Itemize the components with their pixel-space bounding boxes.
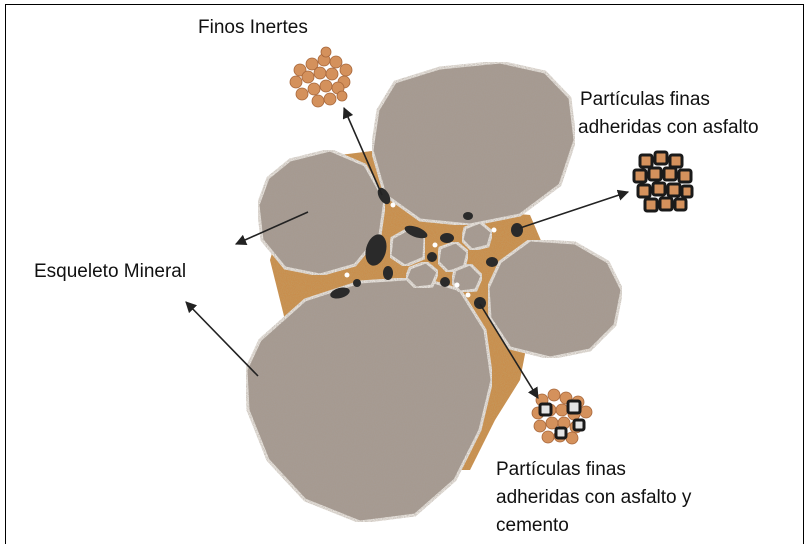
aggregate-bottom-large (246, 278, 492, 522)
label-particulas-asfalto-line1: Partículas finas (580, 86, 710, 113)
aggregate-right (488, 240, 622, 358)
label-particulas-asfalto-line2: adheridas con asfalto (578, 114, 759, 141)
label-particulas-cemento-line3: cemento (496, 512, 569, 539)
label-esqueleto-mineral: Esqueleto Mineral (34, 258, 186, 285)
label-particulas-cemento-line1: Partículas finas (496, 456, 626, 483)
asphalt-cement-fines-cluster (532, 389, 592, 444)
label-finos-inertes: Finos Inertes (198, 14, 308, 41)
asphalt-coated-fines-cluster (634, 152, 692, 211)
inert-fines-cluster (290, 47, 352, 107)
aggregate-top (372, 62, 575, 225)
label-particulas-cemento-line2: adheridas con asfalto y (496, 484, 691, 511)
